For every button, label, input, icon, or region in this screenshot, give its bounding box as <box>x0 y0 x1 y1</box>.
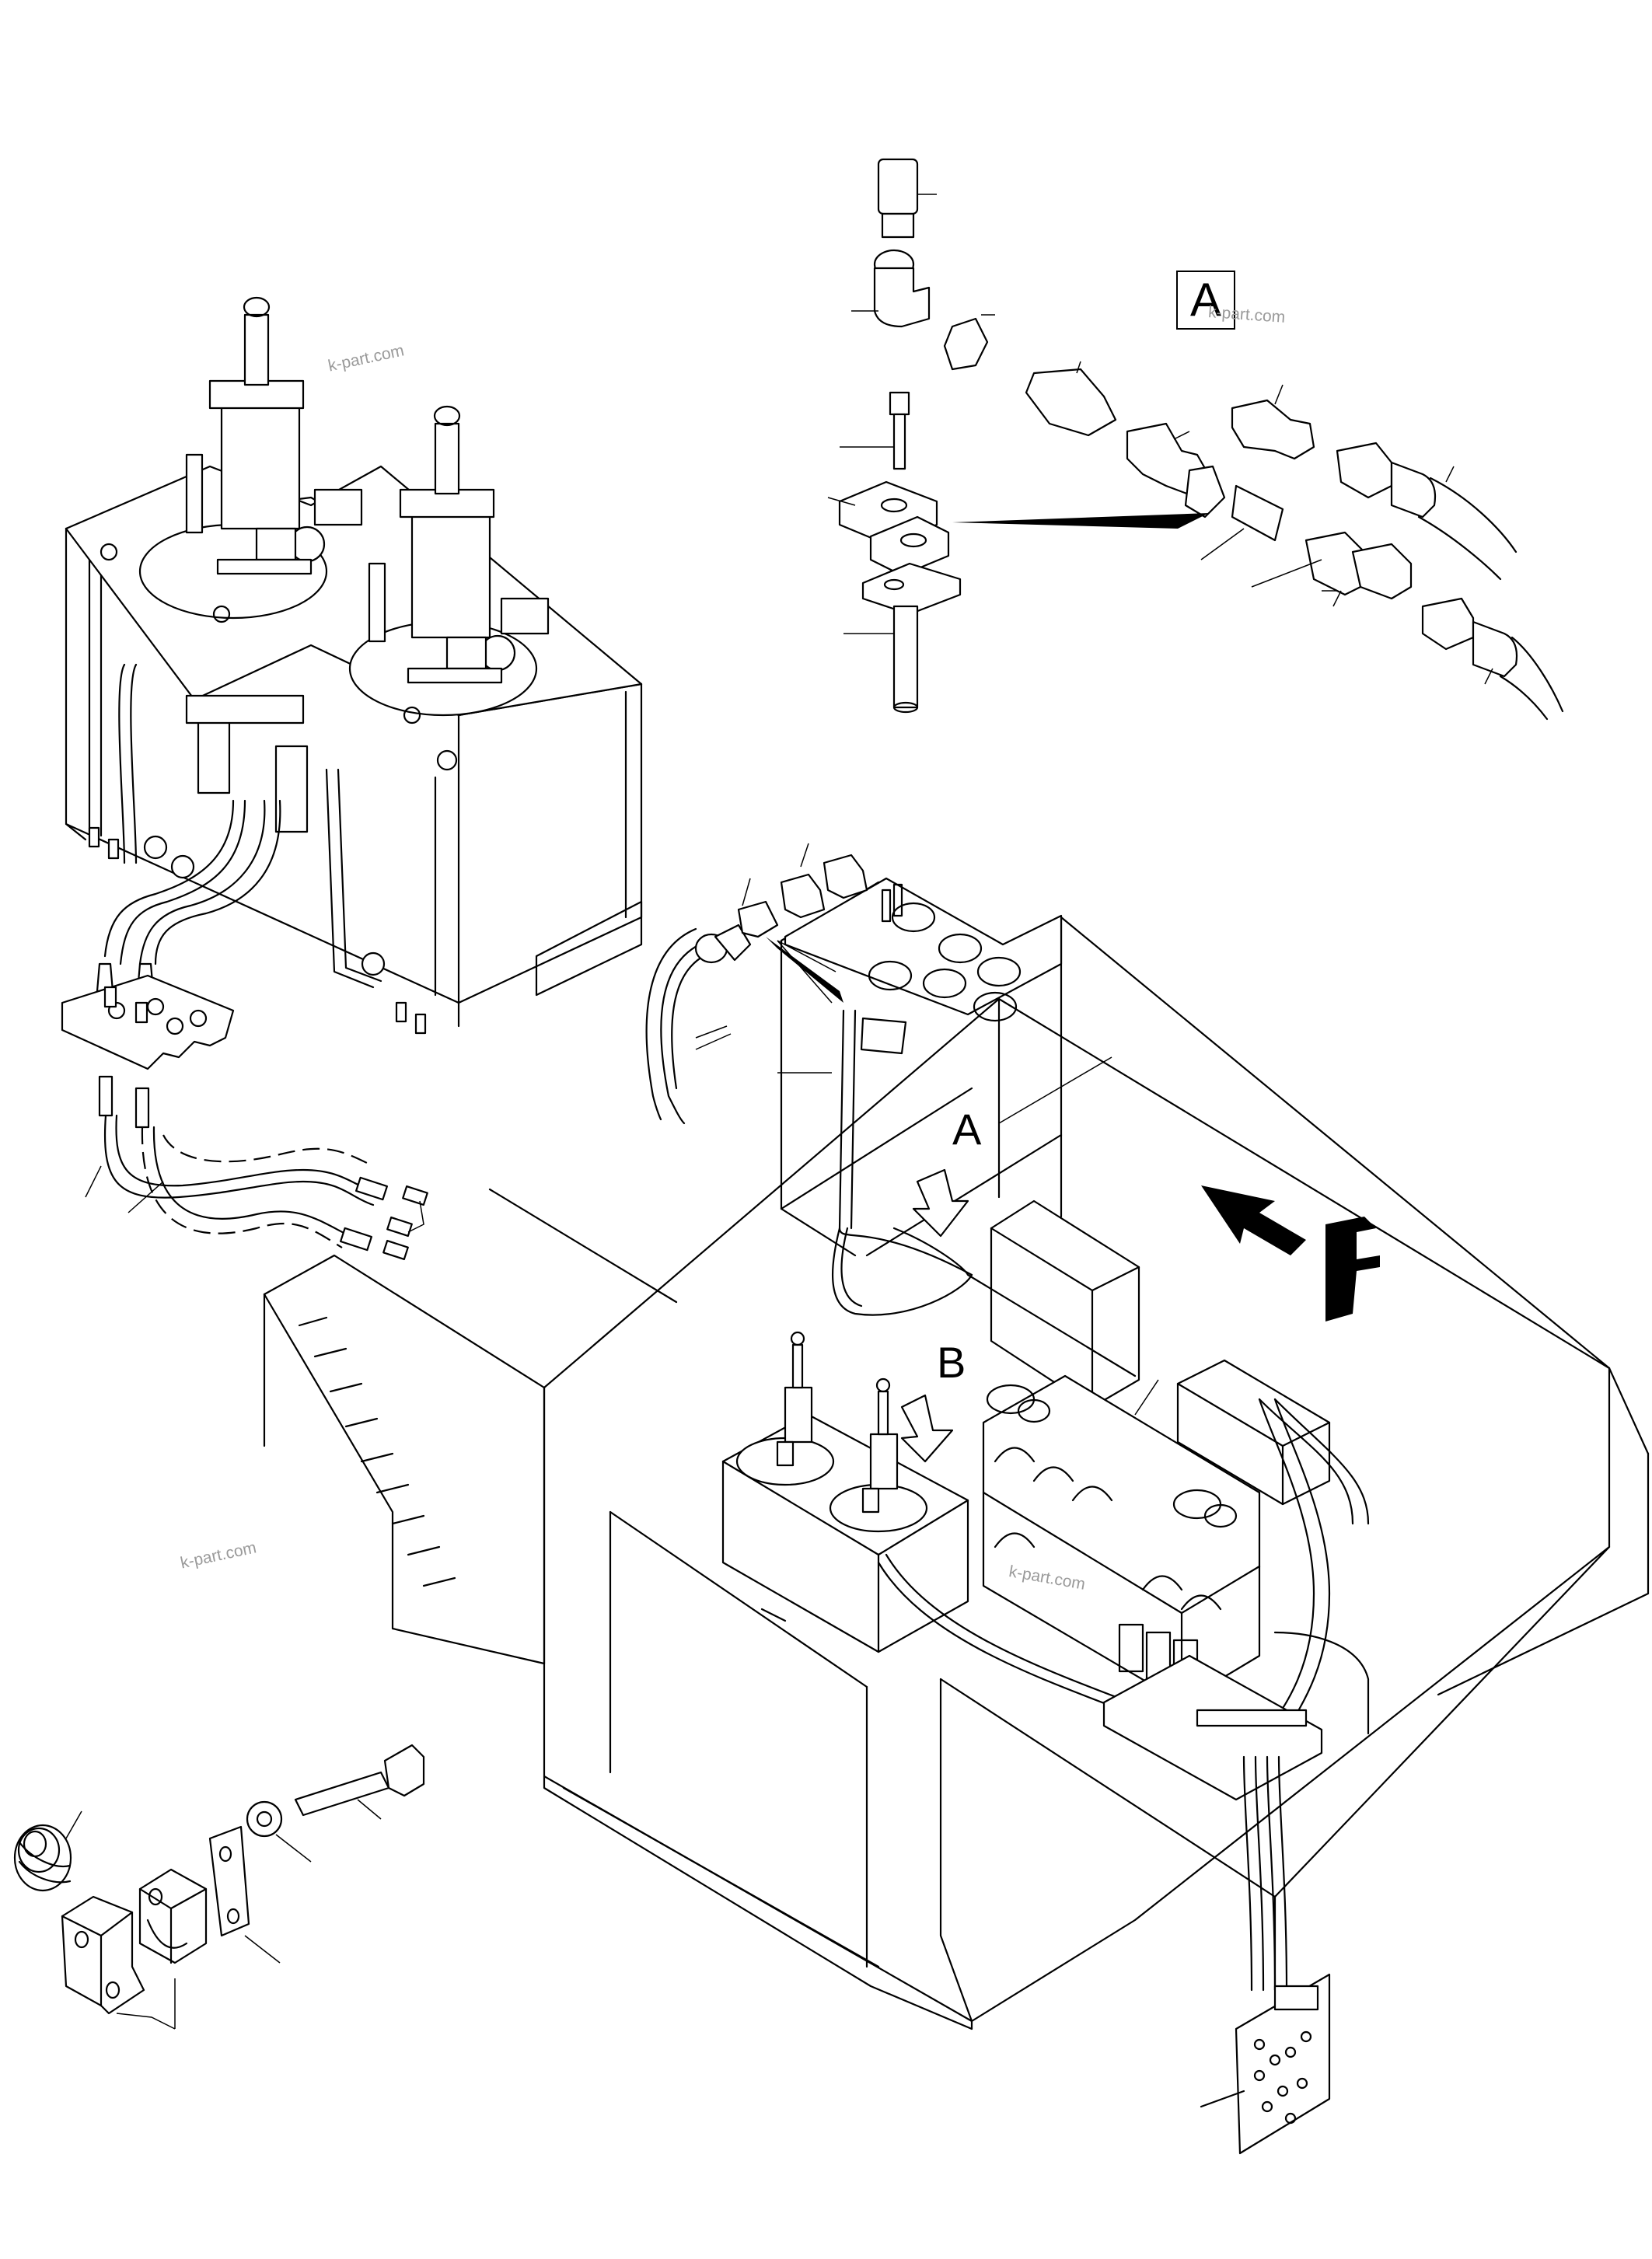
front-direction-arrow <box>1201 1185 1380 1322</box>
view-a-label: A <box>952 1105 982 1154</box>
lube-tank-assembly <box>65 296 643 1035</box>
view-arrow-b <box>900 1394 954 1463</box>
mounting-plate <box>61 974 235 1070</box>
distribution-block <box>1200 1973 1331 2155</box>
view-b-label: B <box>937 1338 966 1387</box>
clamp-kit <box>13 1744 425 2030</box>
detail-a-box-label: A <box>1176 271 1235 330</box>
view-arrow-a <box>912 1168 969 1238</box>
center-fittings <box>645 843 868 1125</box>
leader-lines <box>695 940 1159 1416</box>
lube-unit-installed <box>721 1331 969 1653</box>
engine-block <box>982 1374 1261 1704</box>
machine-body <box>263 877 1650 2155</box>
detail-a <box>827 158 1564 721</box>
plate-hoses <box>85 1075 428 1261</box>
